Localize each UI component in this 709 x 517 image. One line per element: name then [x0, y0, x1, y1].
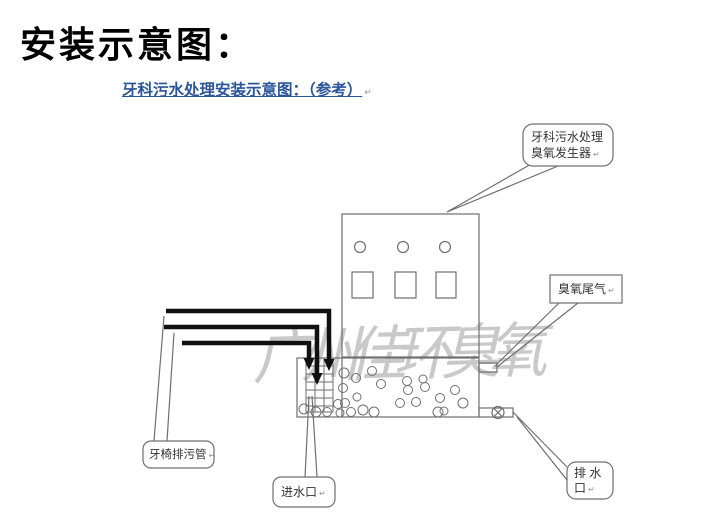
- generator-callout-label: 牙科污水处理 臭氧发生器↵: [531, 130, 604, 160]
- drain-outlet-callout-label: 排 水 口↵: [574, 466, 602, 495]
- drain-pipe: [478, 405, 514, 420]
- page-title: 安装示意图：: [20, 24, 255, 65]
- tail-gas-callout-label: 臭氧尾气↵: [558, 282, 615, 296]
- tail-gas-callout-shape: [494, 274, 623, 368]
- paragraph-mark: ↵: [364, 87, 372, 97]
- indicator-lamp-icon: [396, 240, 410, 254]
- tail-gas-outlet-pipe: [478, 362, 498, 373]
- panel-switch-icon: [351, 271, 374, 299]
- paragraph-mark: ↵: [208, 451, 216, 460]
- chair-drain-callout-shape: [142, 315, 215, 469]
- aeration-bubbles: [298, 366, 469, 418]
- ozone-generator-box: [341, 213, 480, 358]
- inlet-packing-grid: [305, 357, 334, 413]
- generator-callout-shape: [446, 123, 614, 213]
- paragraph-mark: ↵: [593, 150, 600, 159]
- paragraph-mark: ↵: [608, 286, 615, 295]
- water-inlet-callout-shape: [272, 395, 336, 508]
- paragraph-mark: ↵: [588, 485, 595, 494]
- valve-icon: [491, 405, 505, 420]
- treatment-tank: [296, 357, 480, 418]
- paragraph-mark: ↵: [319, 489, 326, 498]
- subtitle-row: 牙科污水处理安装示意图：（参考）↵: [122, 78, 372, 100]
- chair-drain-pipes: [164, 308, 332, 374]
- schematic-reference-link[interactable]: 牙科污水处理安装示意图：（参考）: [122, 82, 363, 99]
- indicator-lamp-icon: [438, 240, 452, 254]
- pipe-arrowheads: [303, 358, 335, 385]
- chair-drain-callout-label: 牙椅排污管↵: [149, 449, 216, 461]
- panel-switch-icon: [435, 271, 457, 299]
- indicator-lamp-icon: [353, 240, 367, 254]
- panel-switch-icon: [394, 271, 417, 299]
- drain-outlet-callout-shape: [512, 411, 614, 500]
- water-inlet-callout-label: 进水口↵: [281, 485, 326, 499]
